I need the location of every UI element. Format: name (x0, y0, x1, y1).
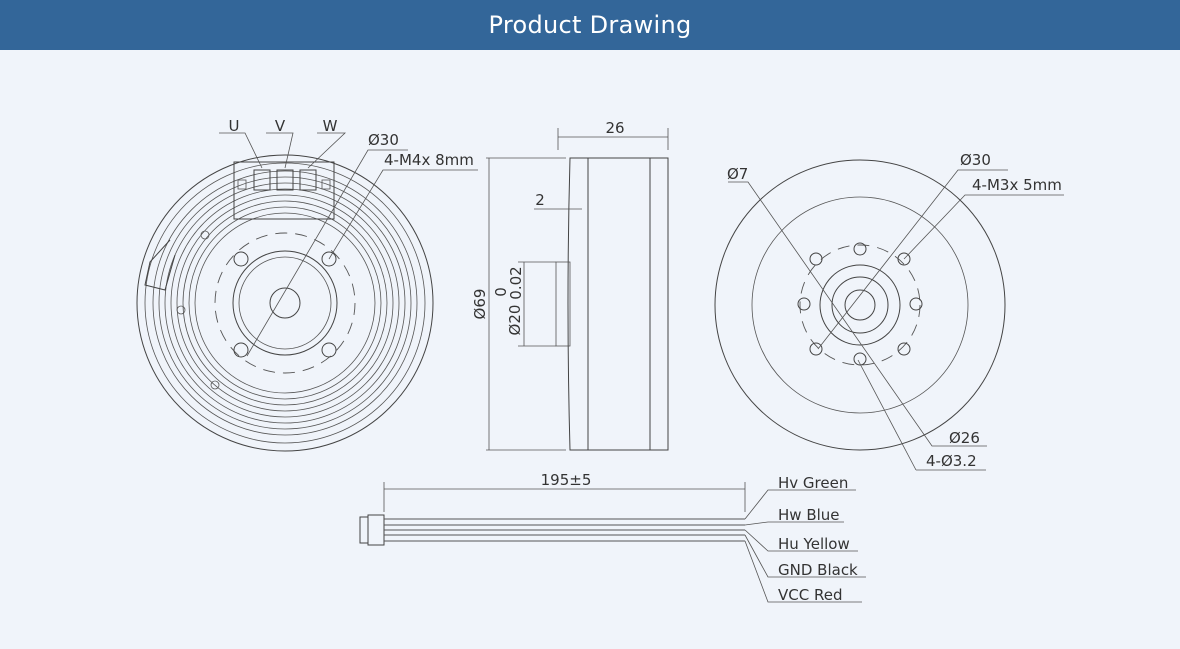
back-dim-thread: 4-M3x 5mm (972, 176, 1062, 194)
back-view: Ø7 Ø30 4-M3x 5mm Ø26 4-Ø3.2 (714, 151, 1064, 471)
cable-dim-length: 195±5 (541, 471, 592, 489)
cable-connector-housing (367, 514, 385, 546)
side-view: 26 2 Ø69 Ø20 0 0.02 (471, 119, 669, 451)
back-shaft (844, 289, 876, 321)
wire-label-vcc: VCC Red (778, 586, 842, 604)
front-view: U V W Ø30 4-M4x 8mm (136, 117, 478, 452)
cable-wires (384, 518, 745, 542)
terminal-v (276, 169, 294, 191)
front-shaft (269, 287, 301, 319)
side-dim-step: 2 (535, 191, 545, 209)
drawing-area: U V W Ø30 4-M4x 8mm 26 2 Ø69 Ø20 0 0.02 (0, 50, 1180, 645)
back-outer-rim (714, 159, 1006, 451)
block-notch-left (237, 179, 247, 190)
label-phase-v: V (275, 117, 286, 135)
front-dim-thread: 4-M4x 8mm (384, 151, 474, 169)
front-small-holes (176, 230, 220, 390)
side-dim-shaft-tol-lower: 0.02 (507, 266, 525, 299)
terminal-w (299, 169, 317, 191)
header-bar: Product Drawing (0, 0, 1180, 50)
front-mount-holes (233, 251, 337, 358)
wire-label-hv: Hv Green (778, 474, 848, 492)
front-bolt-circle (214, 232, 356, 374)
front-outer-rim (136, 154, 434, 452)
side-dim-shaft: Ø20 (506, 305, 524, 336)
side-body (587, 157, 651, 451)
front-hub-outer (232, 250, 338, 356)
front-winding-rings (152, 170, 418, 436)
front-dim-diameter: Ø30 (368, 131, 399, 149)
back-mount-holes (809, 252, 911, 356)
back-small-holes (797, 242, 923, 366)
side-dim-shaft-tol-upper: 0 (492, 287, 510, 297)
cable-assembly: 195±5 Hv Green Hw Blue Hu Yellow GND Bla… (359, 471, 866, 604)
terminal-u (253, 169, 271, 191)
side-dim-width: 26 (605, 119, 624, 137)
side-flange (567, 157, 589, 451)
technical-drawing: U V W Ø30 4-M4x 8mm 26 2 Ø69 Ø20 0 0.02 (136, 117, 1064, 604)
back-inner-ring (751, 196, 969, 414)
side-shaft-shoulder (555, 261, 571, 347)
back-dim-diameter: Ø30 (960, 151, 991, 169)
block-notch-right (321, 179, 331, 190)
front-hub-inner (238, 256, 332, 350)
back-dim-center: Ø7 (727, 165, 748, 183)
side-rotor-cap (649, 157, 669, 451)
back-hub-outer (819, 264, 901, 346)
wire-label-hw: Hw Blue (778, 506, 840, 524)
back-dim-holes: 4-Ø3.2 (926, 452, 977, 470)
back-hub-inner (831, 276, 889, 334)
side-dim-outer: Ø69 (471, 289, 489, 320)
label-phase-w: W (323, 117, 338, 135)
wire-label-gnd: GND Black (778, 561, 858, 579)
back-dim-bolt-circle: Ø26 (949, 429, 980, 447)
label-phase-u: U (229, 117, 240, 135)
page-title: Product Drawing (488, 11, 692, 39)
wire-label-hu: Hu Yellow (778, 535, 850, 553)
back-bolt-circle (799, 244, 921, 366)
front-cable-exit (144, 239, 176, 291)
cable-connector-plug (359, 516, 369, 544)
front-inner-rim (144, 162, 426, 444)
phase-connector-block (233, 161, 335, 220)
